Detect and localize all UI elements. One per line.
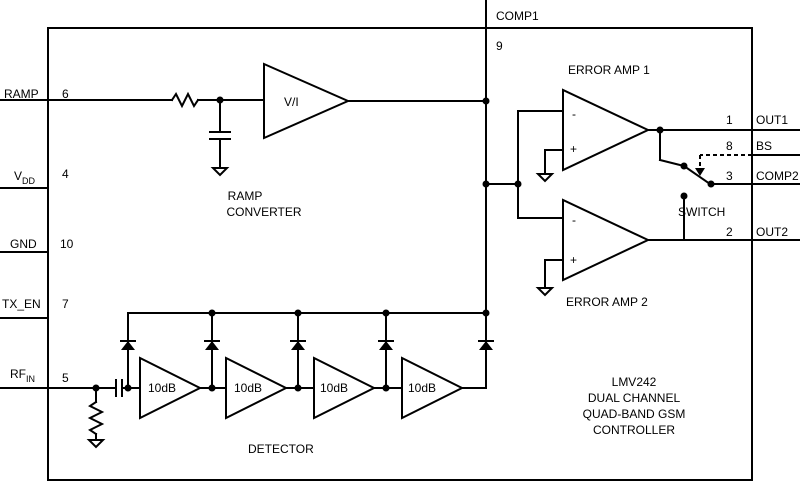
pin-rfin-label: RFIN: [10, 367, 35, 384]
switch: SWITCH: [658, 129, 725, 241]
detector-amp-4: [401, 356, 465, 420]
detector-amp-1: [139, 356, 203, 420]
chip-name-line1: LMV242: [612, 375, 657, 389]
ramp-converter-label-line1: RAMP: [228, 189, 263, 203]
switch-label: SWITCH: [678, 205, 725, 219]
pin-comp2: 3 COMP2: [710, 169, 800, 185]
detector-amp-2-gain: 10dB: [234, 381, 262, 395]
chip-name-line3: QUAD-BAND GSM: [583, 407, 686, 421]
pin-gnd: GND 10: [0, 237, 74, 253]
detector-amp-2: [225, 356, 289, 420]
pin-rfin: RFIN 5: [0, 367, 69, 389]
diode-icon: [205, 341, 219, 350]
error-amp-1-label: ERROR AMP 1: [568, 63, 650, 77]
detector-amp-1-gain: 10dB: [148, 381, 176, 395]
pin-comp1-number: 9: [496, 39, 503, 53]
comp1-bus: [482, 27, 564, 385]
detector-amp-4-gain: 10dB: [408, 381, 436, 395]
capacitor-icon: [209, 131, 231, 140]
error-amp-2-plus: +: [570, 253, 577, 267]
detector-amp-3: [313, 356, 377, 420]
ground-icon: [210, 167, 230, 177]
pin-out1: 1 OUT1: [647, 113, 800, 134]
pin-comp2-number: 3: [726, 169, 733, 183]
diode-icon: [291, 341, 305, 350]
pin-txen-label: TX_EN: [2, 297, 41, 311]
pin-txen: TX_EN 7: [0, 297, 69, 319]
ground-icon: [86, 439, 106, 449]
chip-name-line2: DUAL CHANNEL: [588, 391, 681, 405]
chip-name-line4: CONTROLLER: [593, 423, 675, 437]
pin-comp1: COMP1 9: [485, 0, 539, 53]
detector: 10dB 10dB 10dB 10dB DETECTOR: [47, 309, 494, 456]
pin-bs-number: 8: [726, 139, 733, 153]
ramp-converter-label-line2: CONVERTER: [226, 205, 301, 219]
error-amp-2-triangle: [562, 198, 651, 282]
resistor-icon: [170, 91, 200, 109]
ground-icon: [535, 287, 555, 297]
chip-outline: [47, 27, 753, 481]
error-amp-1-triangle: [562, 88, 651, 172]
detector-label: DETECTOR: [248, 442, 314, 456]
error-amp-1-minus: -: [572, 107, 576, 121]
diode-icon: [479, 341, 493, 350]
pin-comp2-label: COMP2: [756, 169, 799, 183]
pin-comp1-label: COMP1: [496, 9, 539, 23]
pin-vdd: VDD 4: [0, 167, 69, 189]
pin-out2: 2 OUT2: [647, 225, 800, 241]
error-amp-2: - + ERROR AMP 2: [535, 198, 651, 309]
pin-gnd-label: GND: [10, 237, 37, 251]
error-amp-1-plus: +: [570, 142, 577, 156]
pin-ramp-number: 6: [62, 87, 69, 101]
error-amp-1: ERROR AMP 1 - +: [535, 63, 651, 183]
detector-amp-3-gain: 10dB: [320, 381, 348, 395]
pin-vdd-number: 4: [62, 167, 69, 181]
vi-converter-triangle: [263, 62, 351, 140]
diode-icon: [121, 341, 135, 350]
pin-rfin-number: 5: [62, 371, 69, 385]
pin-out1-number: 1: [726, 113, 733, 127]
pin-ramp-label: RAMP: [4, 87, 39, 101]
vi-label: V/I: [284, 95, 299, 109]
diode-icon: [379, 341, 393, 350]
ground-icon: [535, 173, 555, 183]
pin-txen-number: 7: [62, 297, 69, 311]
pin-out2-number: 2: [726, 225, 733, 239]
pin-bs: 8 BS: [695, 139, 800, 176]
pin-ramp: RAMP 6: [0, 87, 69, 101]
chip-name: LMV242 DUAL CHANNEL QUAD-BAND GSM CONTRO…: [583, 375, 686, 437]
pin-bs-label: BS: [756, 139, 772, 153]
pin-vdd-label: VDD: [14, 169, 36, 186]
ramp-converter: V/I RAMP CONVERTER: [47, 62, 487, 219]
pin-out1-label: OUT1: [756, 113, 788, 127]
error-amp-2-minus: -: [572, 213, 576, 227]
error-amp-2-label: ERROR AMP 2: [566, 295, 648, 309]
pin-gnd-number: 10: [60, 237, 74, 251]
resistor-icon: [87, 400, 105, 436]
pin-out2-label: OUT2: [756, 225, 788, 239]
